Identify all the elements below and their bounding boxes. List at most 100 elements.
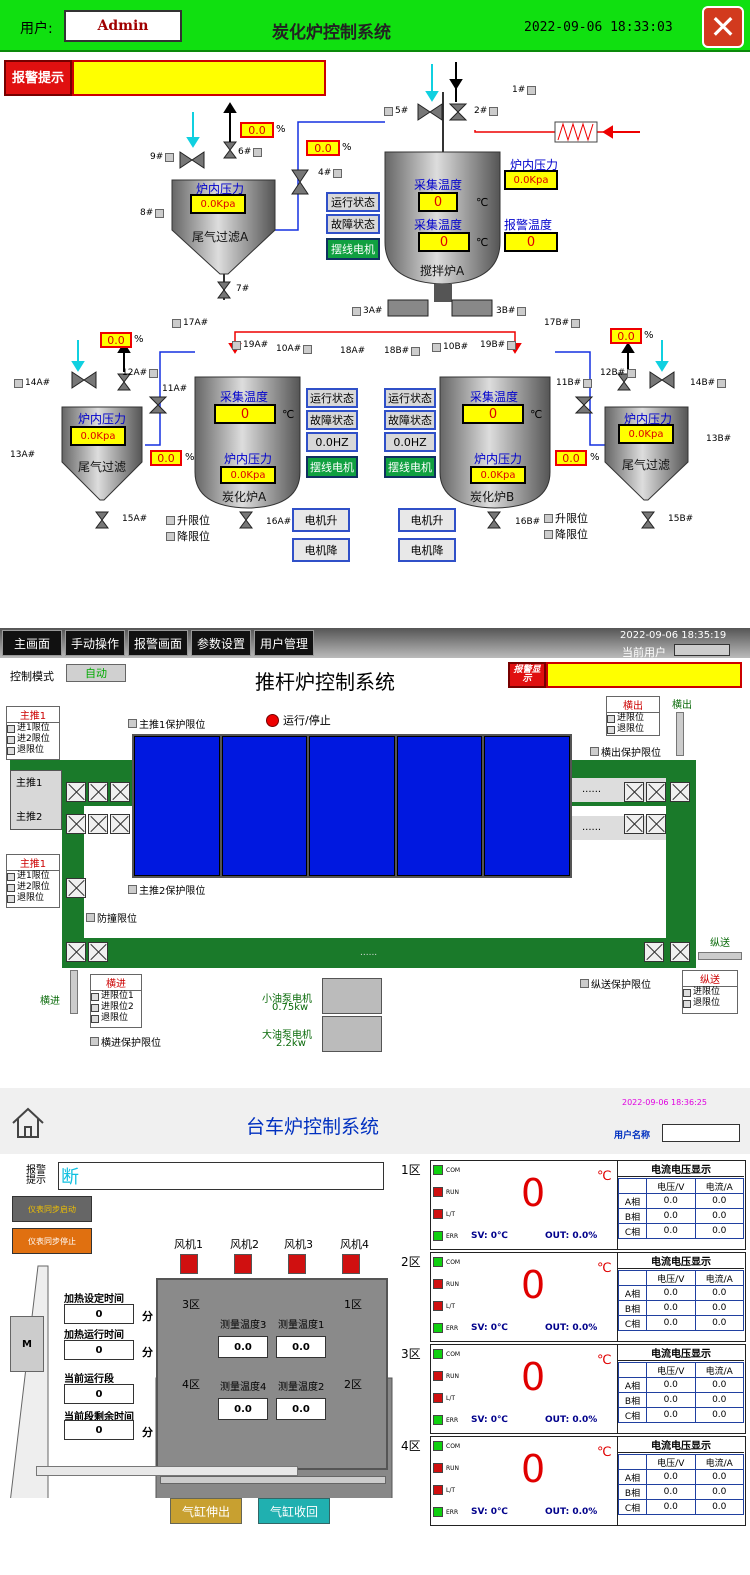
carbA-swing-motor-button[interactable]: 摆线电机	[306, 456, 358, 478]
trolley-rail	[36, 1466, 298, 1476]
valve-15a-tag[interactable]: 15A#	[122, 514, 148, 524]
page-title: 台车炉控制系统	[246, 1116, 380, 1138]
valve4-pct: 0.0	[306, 140, 340, 156]
roller	[646, 782, 666, 802]
control-mode-value[interactable]: 自动	[66, 664, 126, 682]
valve-4-tag[interactable]: 4#	[318, 168, 343, 178]
carbA-motor-up-button[interactable]: 电机升	[292, 508, 350, 532]
valve-13b-tag[interactable]: 13B#	[706, 434, 732, 444]
mixer-swing-motor-button[interactable]: 摆线电机	[326, 238, 380, 260]
carbA-motor-down-button[interactable]: 电机降	[292, 538, 350, 562]
valve-18a-tag[interactable]: 18A#	[340, 346, 366, 356]
fan-2-icon[interactable]	[234, 1254, 252, 1274]
trolley-furnace-body	[156, 1278, 388, 1470]
cylinder-extend-button[interactable]: 气缸伸出	[170, 1498, 242, 1524]
carbB-motor-down-button[interactable]: 电机降	[398, 538, 456, 562]
side-out-limit: 横出保护限位	[590, 744, 661, 759]
zone-label: 1区	[401, 1163, 421, 1177]
valve-17a-tag[interactable]: 17A#	[172, 318, 208, 328]
carbA-up-limit: 升限位	[166, 512, 210, 528]
valve-16b-tag[interactable]: 16B#	[515, 517, 541, 527]
nav-users[interactable]: 用户管理	[254, 630, 314, 656]
mixer-alarm-temp: 0	[504, 232, 558, 252]
valve-12b-tag[interactable]: 12B#	[600, 368, 637, 378]
close-icon[interactable]: ✕	[702, 6, 744, 48]
valve-1-tag[interactable]: 1#	[512, 85, 537, 95]
roller	[624, 814, 644, 834]
fan-1-icon[interactable]	[180, 1254, 198, 1274]
carbA-temp: 0	[214, 404, 276, 424]
page-title: 推杆炉控制系统	[255, 670, 395, 694]
meter-sync-stop-button[interactable]: 仪表同步停止	[12, 1228, 92, 1254]
run-stop-led	[266, 713, 279, 727]
valve-10a-tag[interactable]: 10A#	[276, 344, 313, 354]
valve-11a-tag[interactable]: 11A#	[162, 384, 188, 394]
carbB-swing-motor-button[interactable]: 摆线电机	[384, 456, 436, 478]
measure-temp-2: 0.0	[276, 1398, 326, 1420]
furnace-zone	[484, 736, 570, 876]
large-pump-motor-icon[interactable]	[322, 1016, 382, 1052]
nav-manual[interactable]: 手动操作	[65, 630, 125, 656]
valve-13a-tag[interactable]: 13A#	[10, 450, 36, 460]
nav-home[interactable]: 主画面	[2, 630, 62, 656]
carbA-down-limit: 降限位	[166, 528, 210, 544]
filterA-pressure: 0.0Kpa	[190, 194, 246, 214]
run-stop-indicator[interactable]: 运行/停止	[266, 712, 331, 728]
user-name-label: 用户名称	[614, 1131, 651, 1141]
valve-5-tag[interactable]: 5#	[384, 106, 408, 116]
fan-3-icon[interactable]	[288, 1254, 306, 1274]
valve-10b-tag[interactable]: 10B#	[432, 342, 468, 352]
zone-sv: SV: 0℃	[471, 1415, 508, 1425]
user-label: 用户:	[20, 21, 53, 37]
valve-19a-tag[interactable]: 19A#	[232, 340, 268, 350]
valve-11b-tag[interactable]: 11B#	[556, 378, 593, 388]
status-led: ERR	[433, 1323, 458, 1333]
meter-sync-start-button[interactable]: 仪表同步启动	[12, 1196, 92, 1222]
status-led: L/T	[433, 1485, 455, 1495]
valve-3a-tag[interactable]: 3A#	[352, 306, 382, 316]
valve6-pct: 0.0	[240, 122, 274, 138]
fan-1-label: 风机1	[174, 1238, 203, 1251]
cylinder-retract-button[interactable]: 气缸收回	[258, 1498, 330, 1524]
valve-12a-tag[interactable]: 12A#	[122, 368, 159, 378]
valve-18b-tag[interactable]: 18B#	[384, 346, 421, 356]
valve-19b-tag[interactable]: 19B#	[480, 340, 517, 350]
small-pump-motor-icon[interactable]	[322, 978, 382, 1014]
furnace-zone	[396, 736, 483, 876]
valve-3b-tag[interactable]: 3B#	[496, 306, 527, 316]
user-name-field[interactable]	[662, 1124, 740, 1142]
zone-sv: SV: 0℃	[471, 1231, 508, 1241]
zone-pv: 0	[521, 1447, 546, 1491]
alarm-text: 断	[58, 1162, 384, 1190]
main-push1-panel-lower: 主推1 进1限位 进2限位 退限位	[6, 854, 60, 908]
heat-set-time-field[interactable]: 0	[64, 1304, 134, 1324]
valve-14b-tag[interactable]: 14B#	[690, 378, 727, 388]
current-user-field[interactable]	[674, 644, 730, 656]
status-led: RUN	[433, 1371, 459, 1381]
valve-15b-tag[interactable]: 15B#	[668, 514, 694, 524]
valve-2-tag[interactable]: 2#	[474, 106, 499, 116]
carbA-fault-status: 故障状态	[306, 410, 358, 430]
valve-6-tag[interactable]: 6#	[238, 147, 263, 157]
user-field[interactable]: Admin	[64, 10, 182, 42]
valve-14a-tag[interactable]: 14A#	[14, 378, 50, 388]
home-icon[interactable]	[10, 1106, 46, 1140]
valve-8-tag[interactable]: 8#	[140, 208, 165, 218]
fan-4-label: 风机4	[340, 1238, 369, 1251]
fan-4-icon[interactable]	[342, 1254, 360, 1274]
valve-16a-tag[interactable]: 16A#	[266, 517, 292, 527]
alarm-bar	[72, 60, 326, 96]
valve-7-tag[interactable]: 7#	[236, 284, 250, 294]
carbB-motor-up-button[interactable]: 电机升	[398, 508, 456, 532]
valve-17b-tag[interactable]: 17B#	[544, 318, 581, 328]
nav-params[interactable]: 参数设置	[191, 630, 251, 656]
process-diagram	[61, 62, 689, 529]
nav-alarm[interactable]: 报警画面	[128, 630, 188, 656]
valve11a-pct: 0.0	[150, 450, 182, 466]
valve-9-tag[interactable]: 9#	[150, 152, 175, 162]
zone-sv: SV: 0℃	[471, 1323, 508, 1333]
alarm-label: 报警显示	[508, 662, 546, 688]
